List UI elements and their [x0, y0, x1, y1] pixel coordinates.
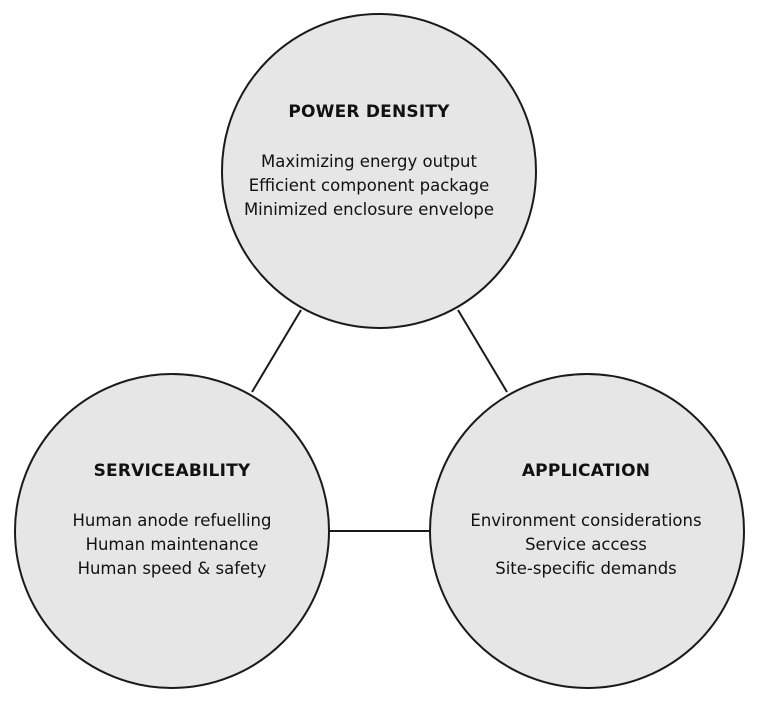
- serviceability-line-3: Human speed & safety: [77, 559, 267, 578]
- power-density-title: POWER DENSITY: [288, 102, 450, 122]
- serviceability-circle: [14, 373, 330, 689]
- application-title: APPLICATION: [521, 461, 651, 481]
- connector-top-right: [457, 309, 508, 393]
- application-line-2: Service access: [525, 535, 647, 554]
- power-density-line-1: Maximizing energy output: [261, 152, 477, 171]
- power-density-node: POWER DENSITY Maximizing energy output E…: [219, 101, 519, 222]
- serviceability-line-2: Human maintenance: [85, 535, 259, 554]
- serviceability-node: SERVICEABILITY Human anode refuelling Hu…: [22, 460, 322, 581]
- serviceability-title: SERVICEABILITY: [93, 461, 251, 481]
- application-line-3: Site-specific demands: [495, 559, 677, 578]
- application-node: APPLICATION Environment considerations S…: [436, 460, 736, 581]
- application-line-1: Environment considerations: [470, 511, 702, 530]
- serviceability-line-1: Human anode refuelling: [72, 511, 272, 530]
- power-density-circle: [221, 13, 537, 329]
- connector-top-left: [251, 309, 302, 393]
- power-density-line-2: Efficient component package: [248, 176, 490, 195]
- power-density-line-3: Minimized enclosure envelope: [243, 200, 495, 219]
- application-circle: [429, 373, 745, 689]
